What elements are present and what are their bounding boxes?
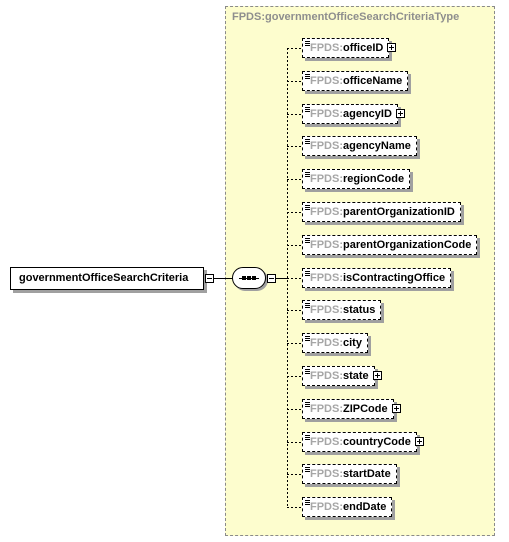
element-content-icon <box>305 402 310 408</box>
element-content-icon <box>305 369 310 375</box>
expand-icon[interactable] <box>415 437 424 446</box>
element-prefix: FPDS: <box>310 173 343 185</box>
element-city[interactable]: FPDS:city <box>302 333 368 353</box>
element-officeName[interactable]: FPDS:officeName <box>302 71 409 91</box>
element-name: ZIPCode <box>343 403 388 415</box>
element-prefix: FPDS: <box>310 304 343 316</box>
element-name: agencyName <box>343 140 411 152</box>
element-prefix: FPDS: <box>310 370 343 382</box>
element-state[interactable]: FPDS:state <box>302 366 375 386</box>
element-prefix: FPDS: <box>310 206 343 218</box>
element-prefix: FPDS: <box>310 108 343 120</box>
element-officeID[interactable]: FPDS:officeID <box>302 38 390 58</box>
element-content-icon <box>305 500 310 506</box>
element-content-icon <box>305 139 310 145</box>
element-agencyID[interactable]: FPDS:agencyID <box>302 104 398 124</box>
sequence-compositor[interactable] <box>232 267 266 289</box>
element-name: parentOrganizationCode <box>343 239 472 251</box>
element-prefix: FPDS: <box>310 403 343 415</box>
element-name: parentOrganizationID <box>343 206 455 218</box>
root-to-sequence-connector <box>214 278 232 279</box>
root-element-label: governmentOfficeSearchCriteria <box>19 272 189 284</box>
element-name: countryCode <box>343 436 411 448</box>
element-name: endDate <box>343 501 387 513</box>
element-content-icon <box>305 41 310 47</box>
element-startDate[interactable]: FPDS:startDate <box>302 464 397 484</box>
element-content-icon <box>305 435 310 441</box>
element-prefix: FPDS: <box>310 75 343 87</box>
element-prefix: FPDS: <box>310 501 343 513</box>
element-content-icon <box>305 467 310 473</box>
element-name: city <box>343 337 362 349</box>
element-prefix: FPDS: <box>310 272 343 284</box>
element-name: agencyID <box>343 108 392 120</box>
element-endDate[interactable]: FPDS:endDate <box>302 497 393 517</box>
expand-icon[interactable] <box>373 371 382 380</box>
element-content-icon <box>305 271 310 277</box>
element-content-icon <box>305 107 310 113</box>
element-prefix: FPDS: <box>310 337 343 349</box>
expand-icon[interactable] <box>387 43 396 52</box>
element-name: regionCode <box>343 173 405 185</box>
element-name: isContractingOffice <box>343 272 446 284</box>
sequence-collapse-icon[interactable] <box>267 274 276 283</box>
element-content-icon <box>305 303 310 309</box>
sequence-dot <box>252 276 256 280</box>
sequence-dot <box>242 276 246 280</box>
element-prefix: FPDS: <box>310 42 343 54</box>
root-element-node[interactable]: governmentOfficeSearchCriteria <box>10 267 204 290</box>
element-name: officeID <box>343 42 384 54</box>
sequence-dot <box>247 276 251 280</box>
element-regionCode[interactable]: FPDS:regionCode <box>302 169 411 189</box>
complex-type-label: FPDS:governmentOfficeSearchCriteriaType <box>232 11 460 23</box>
element-prefix: FPDS: <box>310 140 343 152</box>
element-prefix: FPDS: <box>310 468 343 480</box>
element-name: officeName <box>343 75 403 87</box>
element-name: state <box>343 370 369 382</box>
element-content-icon <box>305 172 310 178</box>
element-countryCode[interactable]: FPDS:countryCode <box>302 432 417 452</box>
element-ZIPCode[interactable]: FPDS:ZIPCode <box>302 399 394 419</box>
element-isContractingOffice[interactable]: FPDS:isContractingOffice <box>302 268 452 288</box>
element-status[interactable]: FPDS:status <box>302 300 382 320</box>
element-name: status <box>343 304 376 316</box>
element-name: startDate <box>343 468 391 480</box>
element-content-icon <box>305 238 310 244</box>
root-collapse-icon[interactable] <box>205 274 214 283</box>
element-content-icon <box>305 336 310 342</box>
expand-icon[interactable] <box>392 404 401 413</box>
element-parentOrganizationID[interactable]: FPDS:parentOrganizationID <box>302 202 461 222</box>
expand-icon[interactable] <box>396 109 405 118</box>
element-prefix: FPDS: <box>310 239 343 251</box>
element-prefix: FPDS: <box>310 436 343 448</box>
element-parentOrganizationCode[interactable]: FPDS:parentOrganizationCode <box>302 235 478 255</box>
element-content-icon <box>305 74 310 80</box>
element-agencyName[interactable]: FPDS:agencyName <box>302 136 417 156</box>
element-content-icon <box>305 205 310 211</box>
